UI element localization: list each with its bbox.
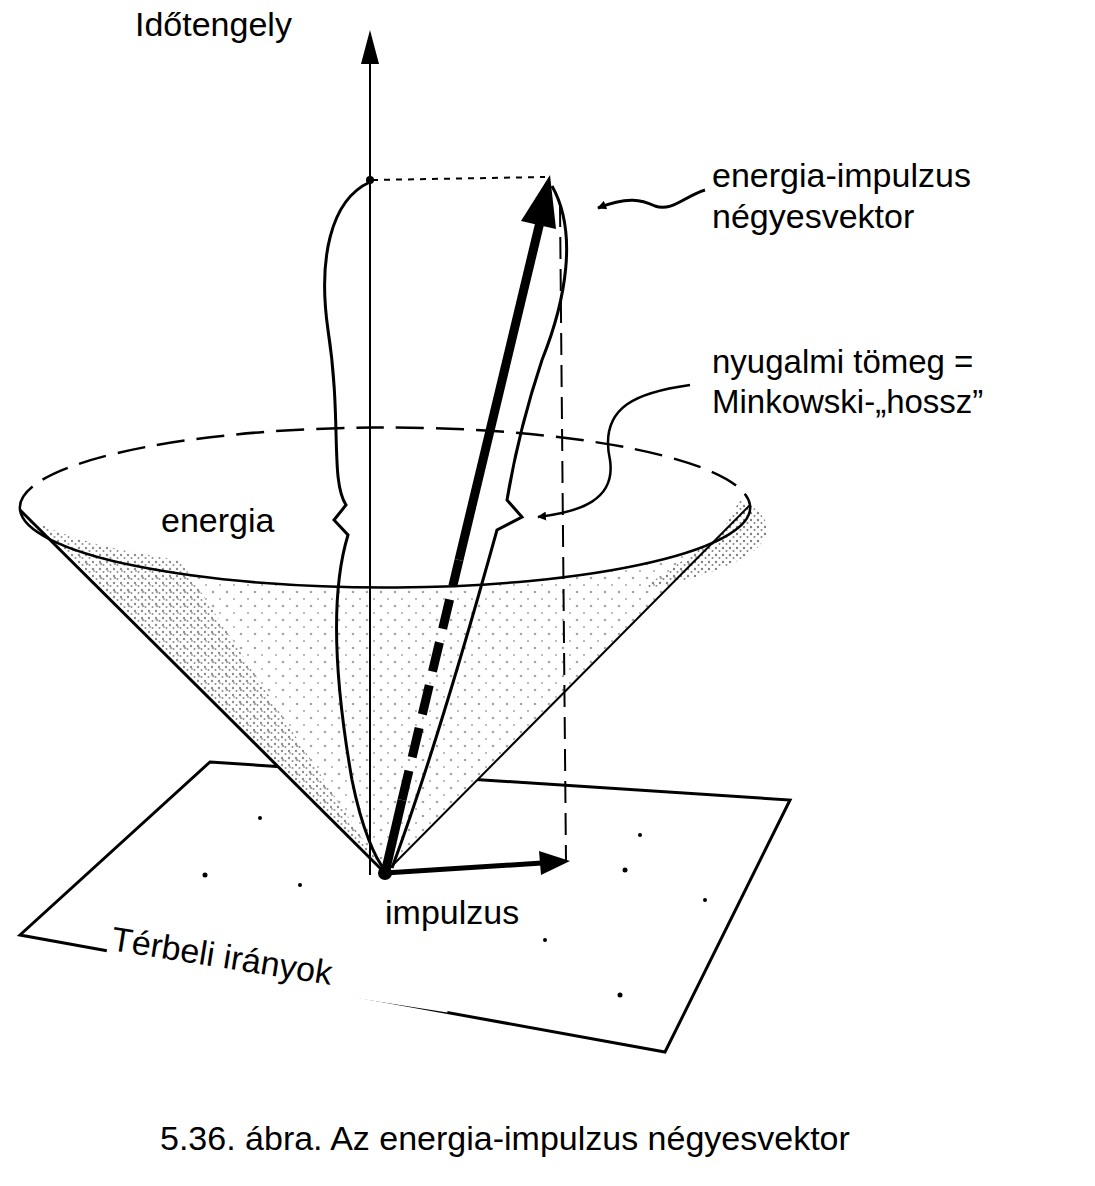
cone-rim-back — [20, 427, 750, 510]
four-vector — [402, 560, 459, 800]
energy-label: energia — [158, 500, 277, 541]
cone-edge — [20, 510, 385, 873]
rest-mass-brace — [392, 186, 567, 868]
rest-mass-label: nyugalmi tömeg = Minkowski-„hossz” — [712, 342, 1090, 421]
leader-line — [538, 385, 690, 517]
projection-line — [372, 177, 545, 180]
momentum-label: impulzus — [382, 892, 522, 933]
four-vector-head — [521, 175, 556, 229]
figure-caption: 5.36. ábra. Az energia-impulzus négyesve… — [160, 1118, 1060, 1159]
cone-rim-front — [20, 505, 750, 588]
cone-edge — [385, 505, 750, 873]
leader-line — [598, 190, 705, 208]
vector-label: energia-impulzus négyesvektor — [712, 155, 1082, 237]
four-vector — [385, 800, 402, 873]
space-plane — [20, 762, 790, 1052]
momentum-arrow — [385, 863, 542, 873]
energy-brace — [325, 182, 385, 870]
arrowhead — [539, 851, 570, 875]
cone-stipple — [20, 510, 385, 873]
axis-arrowhead — [361, 30, 379, 64]
four-vector — [459, 222, 540, 560]
axis-label: Időtengely — [135, 4, 375, 45]
